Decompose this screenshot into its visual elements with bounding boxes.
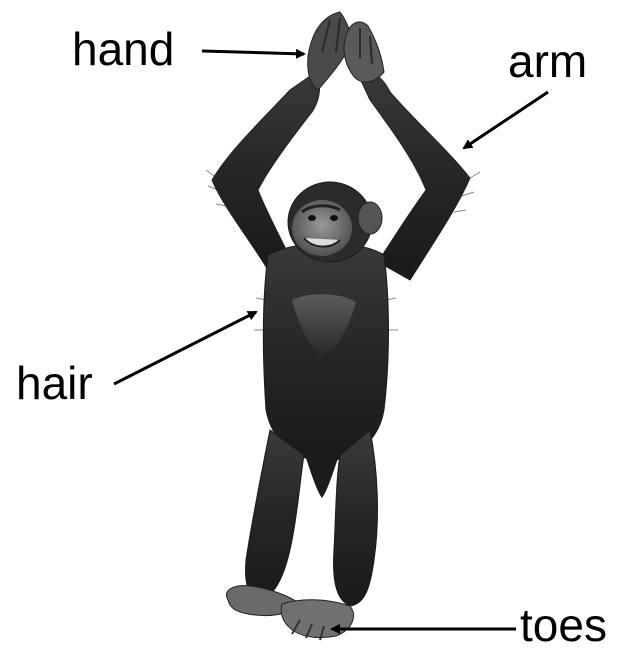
hair-arrow xyxy=(114,312,256,384)
label-toes: toes xyxy=(520,602,607,648)
label-hair: hair xyxy=(16,360,93,406)
label-hand: hand xyxy=(72,26,174,72)
hand-arrow xyxy=(202,51,304,54)
arm-arrow xyxy=(464,92,548,148)
label-arm: arm xyxy=(508,38,587,84)
